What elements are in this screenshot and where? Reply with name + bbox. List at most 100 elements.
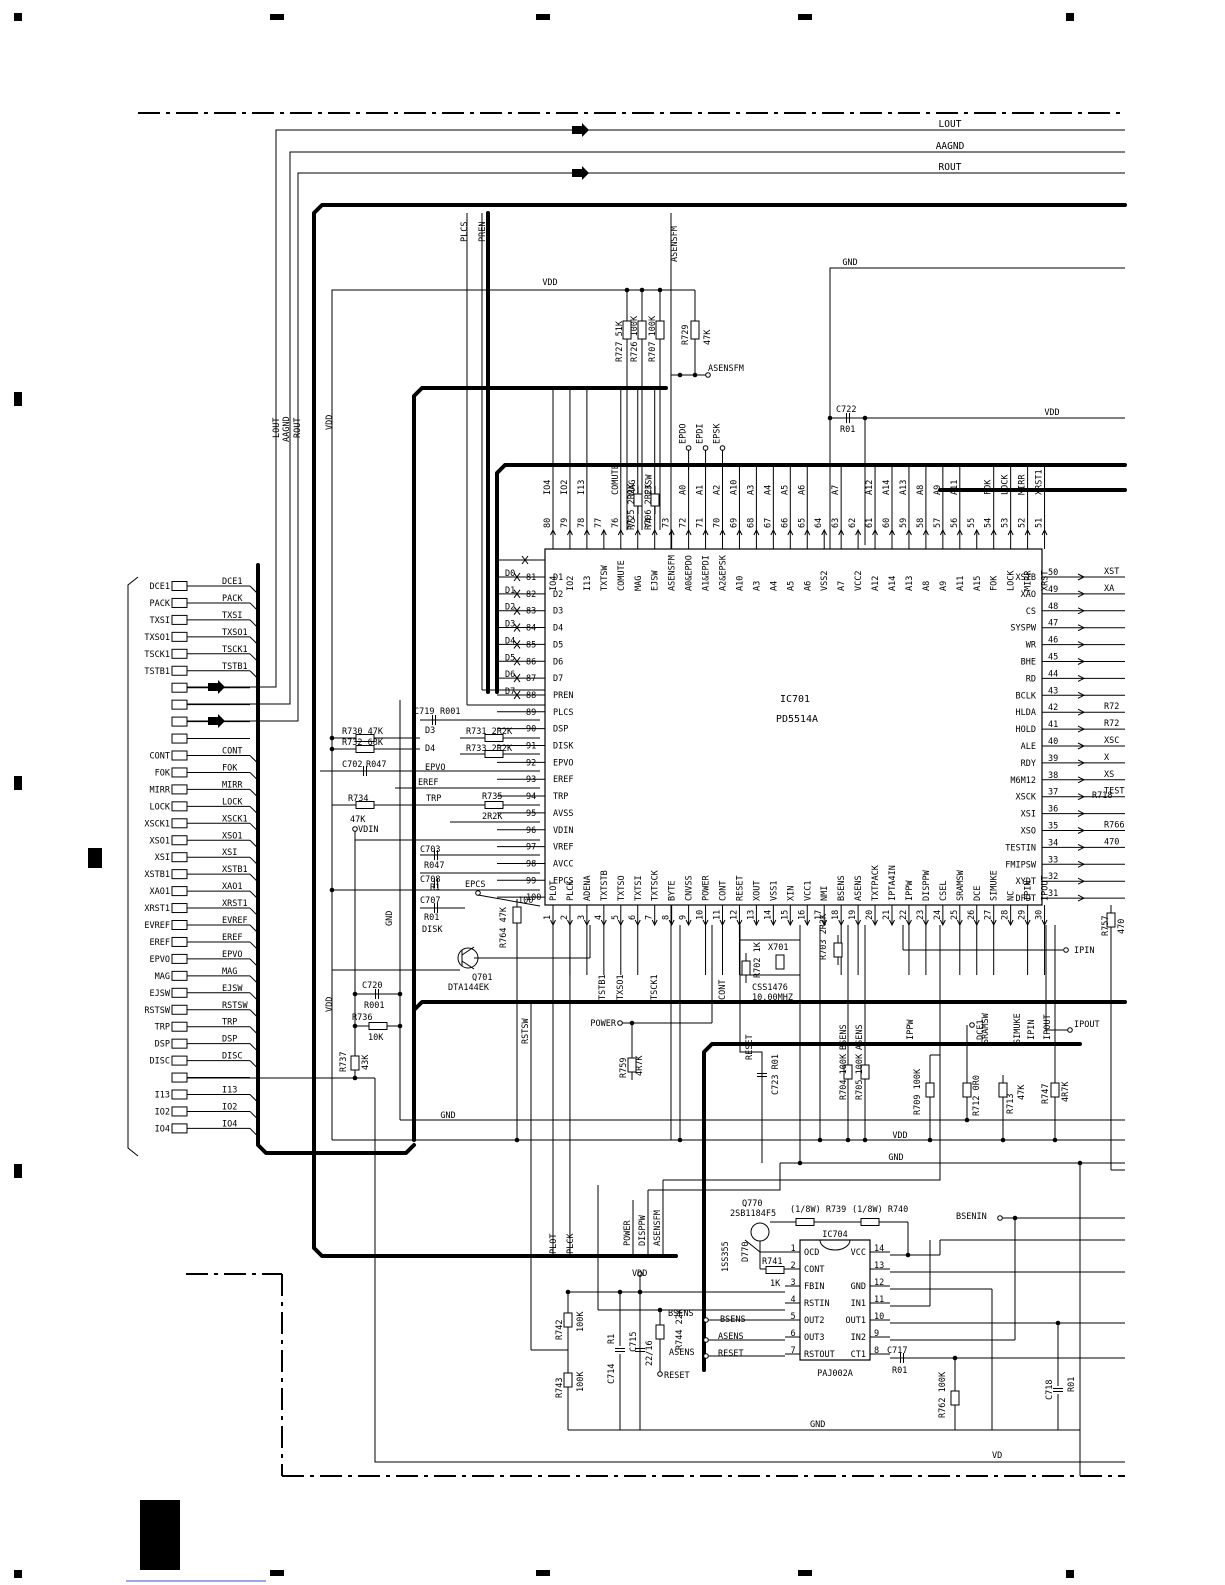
junction-dot <box>352 1023 358 1029</box>
connector-pin <box>171 631 188 642</box>
connector-pin-label: MIRR <box>150 785 171 795</box>
pin-number: 18 <box>831 910 841 920</box>
signal-label: A7 <box>831 485 841 495</box>
pin-number: 12 <box>729 910 739 920</box>
connector-net-label: EPVO <box>222 950 242 960</box>
signal-label: SRAMSW <box>981 1012 991 1044</box>
component-label: 10K <box>368 1033 384 1043</box>
connector-pin-label: EVREF <box>144 921 170 931</box>
connector-pin-label: XAO1 <box>150 887 170 897</box>
pin-number: 14 <box>763 910 773 920</box>
connector-net-label: FOK <box>222 763 238 773</box>
pin-name: D7 <box>553 674 563 684</box>
registration-mark <box>536 1570 550 1576</box>
signal-label: I13 <box>577 480 587 495</box>
pin-name: VCC2 <box>854 571 864 591</box>
resistor-symbol <box>690 320 700 340</box>
component-label: R706 2R2K <box>644 483 654 530</box>
component-label: R731 2R2K <box>466 727 513 737</box>
pin-name: MAG <box>634 576 644 591</box>
pin-number: 47 <box>1048 619 1058 629</box>
pin-name: A4 <box>769 581 779 591</box>
rail-label: AAGND <box>936 141 965 152</box>
registration-mark <box>14 1570 22 1578</box>
signal-label: FOK <box>984 479 994 495</box>
connector-pin <box>171 733 188 744</box>
pin-number: 12 <box>874 1278 884 1288</box>
signal-label: 470 <box>1104 837 1119 847</box>
component-label: C719 <box>414 707 434 717</box>
bus-entry <box>249 873 259 883</box>
pin-name: D4 <box>553 624 563 634</box>
connector-pin <box>171 1038 188 1049</box>
connector-pin-label: EREF <box>150 938 170 948</box>
pin-name: FMIPSW <box>1005 860 1037 870</box>
pin-number: 63 <box>831 518 841 528</box>
pin-arrow <box>1077 742 1086 750</box>
connector-net-label: EREF <box>222 933 242 943</box>
component-label: R001 <box>440 707 460 717</box>
resistor-symbol <box>563 1372 573 1388</box>
pin-name: IPIN <box>1024 881 1034 901</box>
pin-name: GND <box>851 1282 866 1292</box>
pin-number: 23 <box>916 910 926 920</box>
pin-name: RESET <box>735 875 745 901</box>
component-label: R725 2R2K <box>627 483 637 530</box>
terminal <box>617 1020 623 1026</box>
connector-pin <box>171 835 188 846</box>
signal-label: A2 <box>713 485 723 495</box>
pin-number: 20 <box>865 910 875 920</box>
pin-name: IO2 <box>566 576 576 591</box>
junction-dot <box>617 1289 623 1295</box>
bus-bottom <box>702 1042 1082 1372</box>
wire <box>187 152 291 705</box>
connector-pin <box>171 614 188 625</box>
bus-entry <box>249 1111 259 1120</box>
rail-line <box>297 172 1125 460</box>
pin-number: 60 <box>882 518 892 528</box>
signal-label: DCE1 <box>976 1020 986 1040</box>
component-label: 43K <box>361 1054 371 1070</box>
net-label: ASENS <box>718 1332 744 1342</box>
pin-number: 16 <box>797 910 807 920</box>
pin-name: POWER <box>702 875 712 901</box>
wire <box>187 130 277 688</box>
junction-dot <box>677 1137 683 1143</box>
net-label: ASENSFM <box>653 1210 663 1246</box>
rail-label: LOUT <box>939 119 962 130</box>
connector-net-label: TXSO1 <box>222 628 248 638</box>
pin-number: 2 <box>560 915 570 920</box>
pin-name: A9 <box>939 581 949 591</box>
pin-number: 52 <box>1018 518 1028 528</box>
net-label: RESET <box>718 1349 744 1359</box>
pin-name: HLDA <box>1016 708 1036 718</box>
resistor-symbol <box>355 801 375 809</box>
registration-mark <box>798 1570 812 1576</box>
bus-connector <box>256 563 416 1155</box>
pin-name: A10 <box>735 576 745 591</box>
signal-label: D6 <box>505 670 515 680</box>
component-label: R01 <box>840 425 855 435</box>
bus-lower <box>412 1000 1127 1012</box>
vdd-wire <box>331 289 671 1140</box>
signal-label: R766 <box>1104 821 1124 831</box>
nc-mark <box>513 673 521 683</box>
pin-number: 13 <box>746 910 756 920</box>
connector-pin-label: IO2 <box>155 1107 170 1117</box>
signal-label: TSTB1 <box>598 974 608 1000</box>
terminal <box>1063 947 1069 953</box>
net-label: GND <box>842 258 857 268</box>
signal-label: X <box>1104 753 1110 763</box>
signal-label: IO4 <box>543 480 553 495</box>
pin-number: 99 <box>526 876 536 886</box>
net-labels: VDDGNDVDDGNDGNDVDDD3D4EPVOEREFTRPVDINDIS… <box>325 258 1100 1461</box>
pin-number: 55 <box>967 518 977 528</box>
pin-name: MIRR <box>1024 570 1034 591</box>
component-label: R732 68K <box>342 738 384 748</box>
pin-number: 89 <box>526 708 536 718</box>
nc-mark <box>513 656 521 666</box>
pin-number: 9 <box>874 1329 879 1339</box>
signal-label: TEST <box>1104 787 1124 797</box>
net-label: VDD <box>325 997 335 1012</box>
